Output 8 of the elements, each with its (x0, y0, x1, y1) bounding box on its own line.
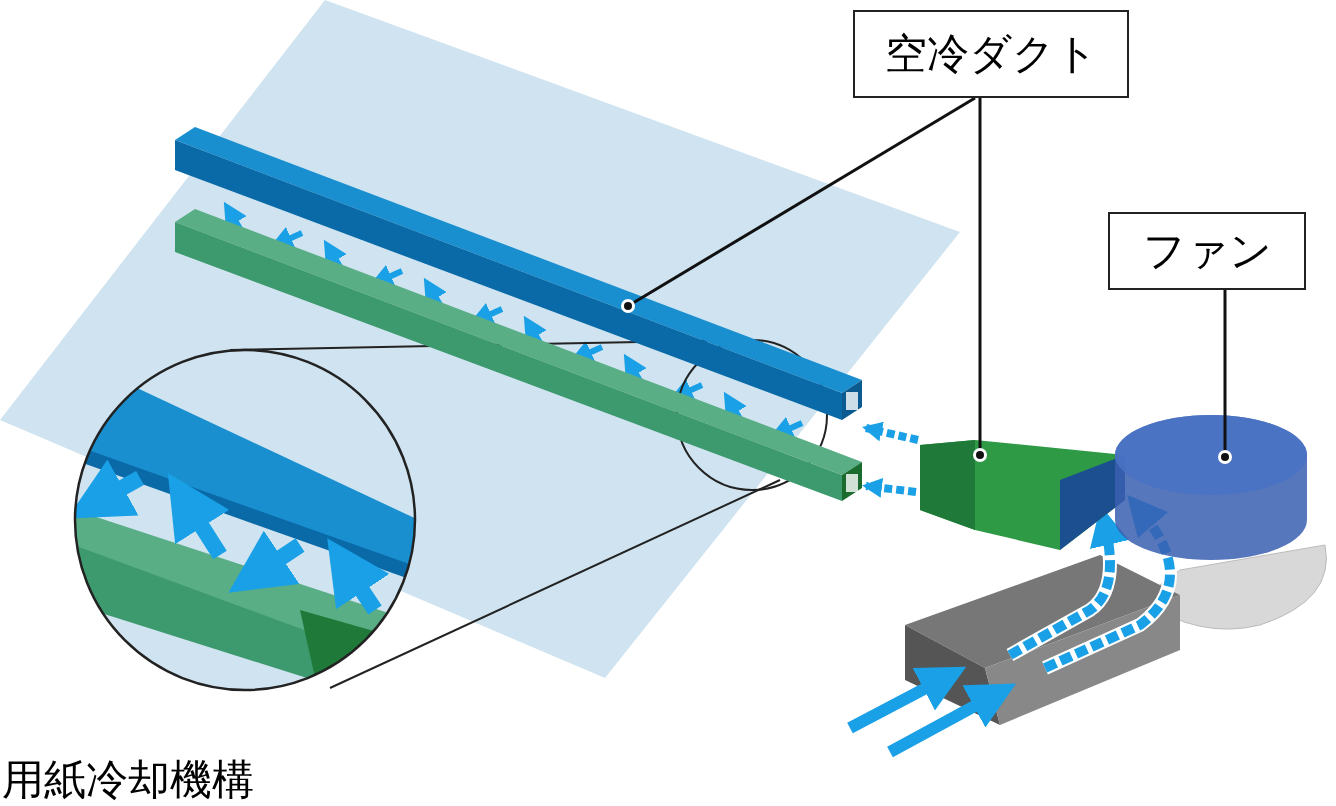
leader-line (1218, 290, 1232, 464)
airflow-arrow (862, 478, 917, 498)
leader-line (973, 98, 987, 462)
label-box: 空冷ダクト (853, 10, 1129, 98)
label-box: ファン (1108, 212, 1306, 290)
leader-line (621, 96, 976, 313)
caption: 用紙冷却機構 (2, 754, 254, 806)
airflow-arrow (862, 421, 919, 444)
